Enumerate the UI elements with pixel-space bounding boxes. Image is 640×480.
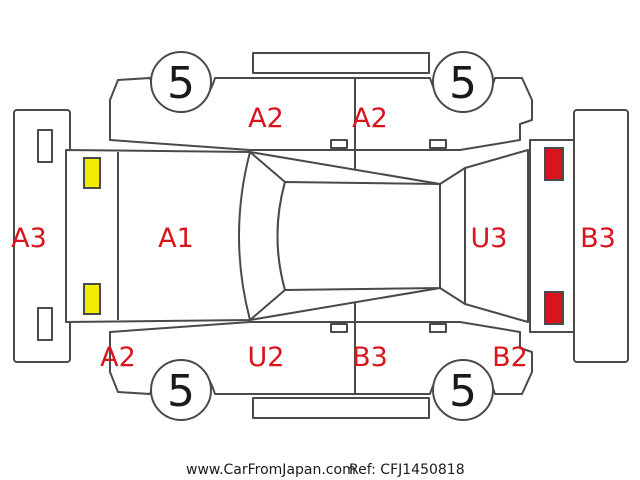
rear-lamp-top <box>544 147 564 181</box>
front-lamp-top <box>83 157 101 189</box>
label-rear-bumper: B3 <box>580 223 616 254</box>
label-bottom-rear-fender: B2 <box>492 342 528 373</box>
bottom-side-sill <box>252 397 430 419</box>
label-front-bumper: A3 <box>11 223 47 254</box>
wheel-rear-left-value: 5 <box>449 58 477 109</box>
footer-site: www.CarFromJapan.com <box>186 462 356 478</box>
label-bottom-front-door: U2 <box>248 342 285 373</box>
bottom-door-handle-front <box>330 323 348 333</box>
label-hood: A1 <box>158 223 194 254</box>
roof <box>276 181 441 291</box>
label-bottom-front-fender: A2 <box>100 342 136 373</box>
wheel-front-right: 5 <box>150 359 212 421</box>
front-bumper-slot-top <box>37 129 53 163</box>
footer-ref: Ref: CFJ1450818 <box>349 462 465 478</box>
wheel-front-left: 5 <box>150 51 212 113</box>
label-rear-hatch: U3 <box>471 223 508 254</box>
wheel-front-left-value: 5 <box>167 58 195 109</box>
wheel-front-right-value: 5 <box>167 366 195 417</box>
top-door-handle-front <box>330 139 348 149</box>
rear-lamp-bottom <box>544 291 564 325</box>
wheel-rear-left: 5 <box>432 51 494 113</box>
bottom-door-handle-rear <box>429 323 447 333</box>
top-door-handle-rear <box>429 139 447 149</box>
label-top-rear-door: A2 <box>352 103 388 134</box>
label-top-front-door: A2 <box>248 103 284 134</box>
front-lamp-bottom <box>83 283 101 315</box>
rear-hatch-panel <box>464 149 529 323</box>
wheel-rear-right: 5 <box>432 359 494 421</box>
wheel-rear-right-value: 5 <box>449 366 477 417</box>
rear-window <box>439 167 466 305</box>
top-side-sill <box>252 52 430 74</box>
front-bumper-slot-bottom <box>37 307 53 341</box>
label-bottom-rear-door: B3 <box>352 342 388 373</box>
